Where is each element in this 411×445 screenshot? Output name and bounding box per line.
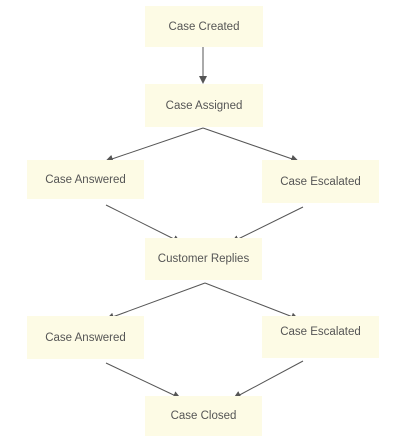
edge-answered-2-to-closed [105,362,181,399]
edge-replies-to-escalated-2 [204,282,299,321]
node-case-answered-second: Case Answered [27,316,144,359]
node-case-escalated-second-label: Case Escalated [280,326,361,338]
edge-assigned-to-answered-1 [105,127,204,163]
node-case-assigned: Case Assigned [145,84,263,127]
node-case-escalated-second: Case Escalated [262,316,379,358]
node-case-answered-second-label: Case Answered [45,331,126,344]
node-case-answered-first: Case Answered [27,160,144,199]
node-case-escalated-first: Case Escalated [262,160,379,203]
node-case-escalated-first-label: Case Escalated [280,175,361,188]
edge-assigned-to-escalated-1 [202,127,299,163]
node-case-created: Case Created [145,6,263,47]
node-case-created-label: Case Created [168,20,240,33]
node-customer-replies: Customer Replies [145,238,262,280]
edge-replies-to-answered-2 [106,282,206,321]
node-case-assigned-label: Case Assigned [165,99,243,112]
node-case-closed: Case Closed [145,396,262,436]
edge-escalated-1-to-replies [231,206,304,243]
node-customer-replies-label: Customer Replies [157,253,250,265]
node-case-answered-first-label: Case Answered [45,173,126,186]
node-case-closed-label: Case Closed [170,410,237,422]
edge-answered-1-to-replies [105,204,181,243]
edge-escalated-2-to-closed [233,360,304,399]
